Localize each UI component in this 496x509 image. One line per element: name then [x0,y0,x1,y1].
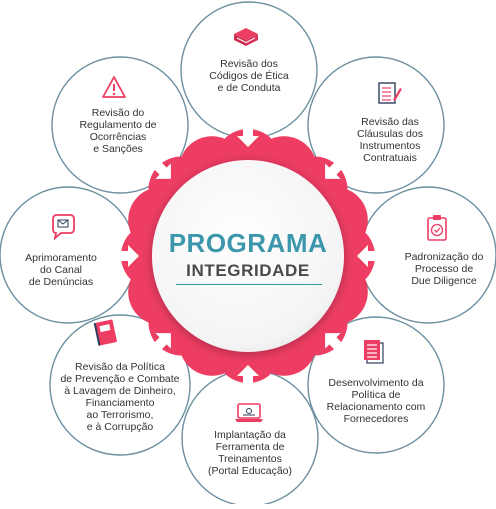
icons [52,28,447,422]
warning-icon [102,76,126,98]
topic-label-line: Revisão do [91,107,145,119]
topic-label-line: de Denúncias [28,276,94,288]
topic-label-line: Relacionamento com [326,401,426,413]
topic-label-line: à Lavagem de Dinheiro, [64,385,176,397]
inward-arrow [237,365,259,389]
document-pen-icon [378,82,402,104]
topic-bubble [307,56,445,194]
topic-label-line: Revisão das [361,116,419,128]
topic-label-line: Códigos de Ética [209,70,289,82]
laptop-icon [235,403,263,422]
topic-label-line: Revisão dos [220,58,278,70]
notebook-icon [93,319,117,346]
topic-label-line: Contratuais [363,152,417,164]
topic-label-line: Regulamento de [79,119,157,131]
topic-label-line: Due Diligence [411,275,477,287]
topic-label-line: Instrumentos [359,140,421,152]
topic-label-line: Implantação da [214,429,286,441]
clipboard-check-icon [427,215,447,241]
inward-arrow [325,158,346,179]
topic-label-line: e à Corrupção [86,421,154,433]
topic-label-line: Cláusulas dos [357,128,423,140]
inward-arrow [357,245,381,267]
topic-bubble [307,316,445,454]
center-circle [152,160,344,352]
inward-arrow [115,245,139,267]
arrows [115,123,381,389]
topic-label-line: Revisão da Política [75,361,165,373]
document-lines-icon [364,340,384,364]
topic-label-line: Ferramenta de [215,441,285,453]
inward-arrow [325,333,346,354]
topic-label-line: Política de [351,389,401,401]
topic-label-line: ao Terrorismo, [86,409,154,421]
topic-label-line: Padronização do [404,251,484,263]
topic-label-line: Ocorrências [89,131,147,143]
book-icon [234,28,258,46]
center-subtitle: INTEGRIDADE [186,261,310,280]
topic-label-line: e Sanções [93,143,143,155]
bubble-ring [307,56,445,194]
inward-arrow [150,333,171,354]
topic-label-line: Financiamento [85,397,155,409]
inward-arrow [237,123,259,147]
bubble-ring [307,316,445,454]
topic-label-line: Processo de [414,263,474,275]
topic-label-line: e de Conduta [217,82,281,94]
topic-label-line: de Prevenção e Combate [60,373,180,385]
topic-label-line: Treinamentos [218,453,282,465]
topic-label-line: do Canal [39,264,83,276]
bubble-ring [51,56,189,194]
center-divider [176,284,322,285]
inward-arrow [150,158,171,179]
topic-label-line: (Portal Educação) [207,465,293,477]
topic-label-line: Desenvolvimento da [328,377,424,389]
center-title: PROGRAMA [168,228,328,258]
topic-label-line: Aprimoramento [25,252,97,264]
topic-label-line: Fornecedores [343,413,409,425]
topic-bubble [51,56,189,194]
chat-bubble-icon [52,214,75,241]
center-disc [152,160,344,352]
